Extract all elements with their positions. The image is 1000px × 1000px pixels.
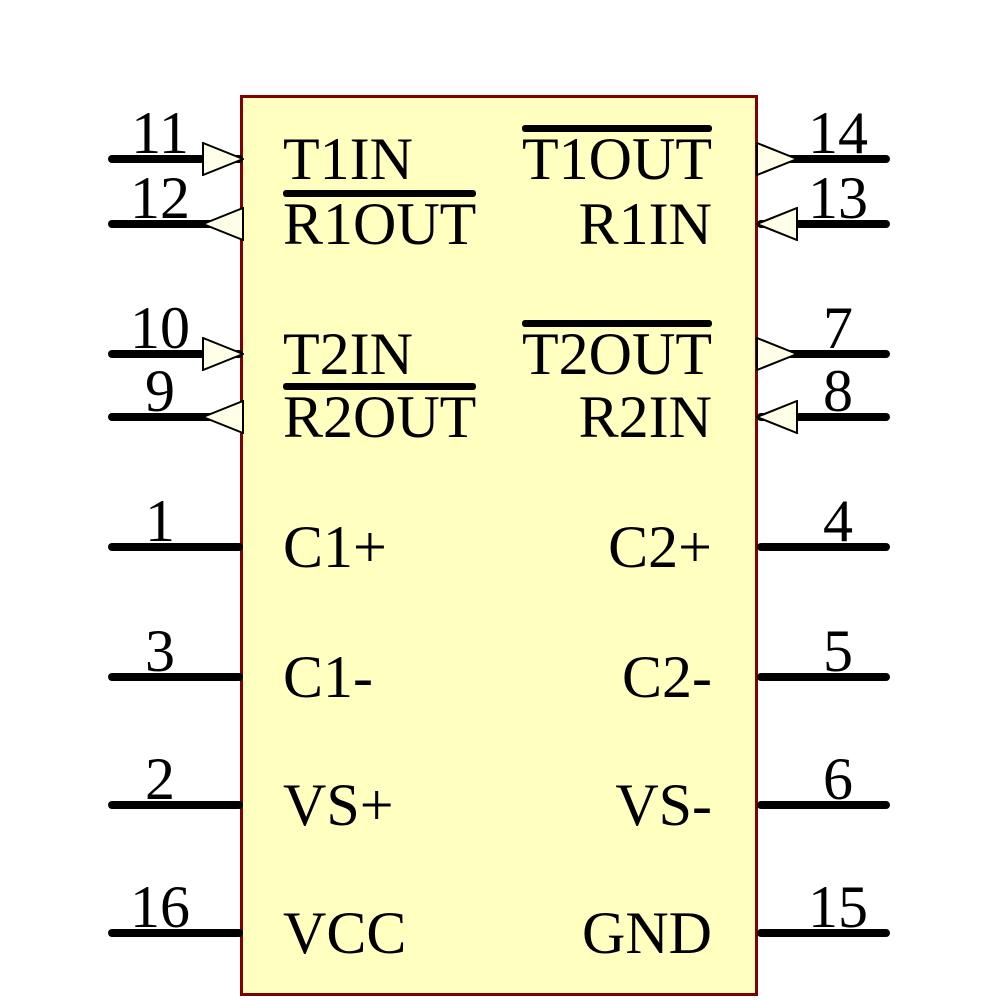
pin-label: R2OUT <box>283 383 477 450</box>
pin-label: VCC <box>283 900 407 966</box>
signal-input-arrow-icon <box>756 207 798 241</box>
pin-wire <box>757 220 890 228</box>
pin-wire <box>757 929 890 937</box>
signal-input-arrow-icon <box>202 337 244 371</box>
pin-label: T1OUT <box>522 125 712 192</box>
pin-number: 8 <box>823 358 853 424</box>
pin-wire <box>757 155 890 163</box>
pin-number: 9 <box>145 358 175 424</box>
signal-output-arrow-icon <box>756 337 798 371</box>
pin-number: 16 <box>130 874 190 940</box>
pin-wire <box>757 413 890 421</box>
pin-wire <box>108 929 243 937</box>
signal-input-arrow-icon <box>756 400 798 434</box>
ic-body <box>240 95 758 996</box>
signal-output-arrow-icon <box>202 207 244 241</box>
pin-number: 6 <box>823 746 853 812</box>
pin-number: 14 <box>808 100 868 166</box>
pin-label: R1OUT <box>283 190 477 257</box>
pin-number: 5 <box>823 618 853 684</box>
signal-input-arrow-icon <box>202 142 244 176</box>
pin-wire <box>757 350 890 358</box>
signal-output-arrow-icon <box>756 142 798 176</box>
pin-number: 1 <box>145 488 175 554</box>
pin-wire <box>108 350 243 358</box>
pin-label: GND <box>582 900 712 966</box>
pin-number: 4 <box>823 488 853 554</box>
signal-output-arrow-icon <box>202 400 244 434</box>
pin-label: R2IN <box>578 384 712 450</box>
pin-number: 2 <box>145 746 175 812</box>
pin-label: VS+ <box>283 772 394 838</box>
pin-label: C1+ <box>283 514 387 580</box>
pin-wire <box>108 220 243 228</box>
pin-label: R1IN <box>578 191 712 257</box>
pin-wire <box>108 155 243 163</box>
pin-number: 12 <box>130 165 190 231</box>
pin-wire <box>757 543 890 551</box>
pin-number: 3 <box>145 618 175 684</box>
pin-wire <box>108 801 243 809</box>
pin-label: T2OUT <box>522 320 712 387</box>
pin-number: 15 <box>808 874 868 940</box>
pin-number: 11 <box>131 100 189 166</box>
pin-label: VS- <box>615 772 712 838</box>
pin-wire <box>108 543 243 551</box>
pin-wire <box>108 673 243 681</box>
pin-label: C1- <box>283 644 373 710</box>
pin-label: C2+ <box>608 514 712 580</box>
pin-wire <box>757 673 890 681</box>
pin-label: C2- <box>622 644 712 710</box>
pin-wire <box>108 413 243 421</box>
pin-number: 13 <box>808 165 868 231</box>
pin-label: T2IN <box>283 321 413 387</box>
pin-number: 10 <box>130 295 190 361</box>
pin-number: 7 <box>823 295 853 361</box>
pin-wire <box>757 801 890 809</box>
pin-label: T1IN <box>283 126 413 192</box>
